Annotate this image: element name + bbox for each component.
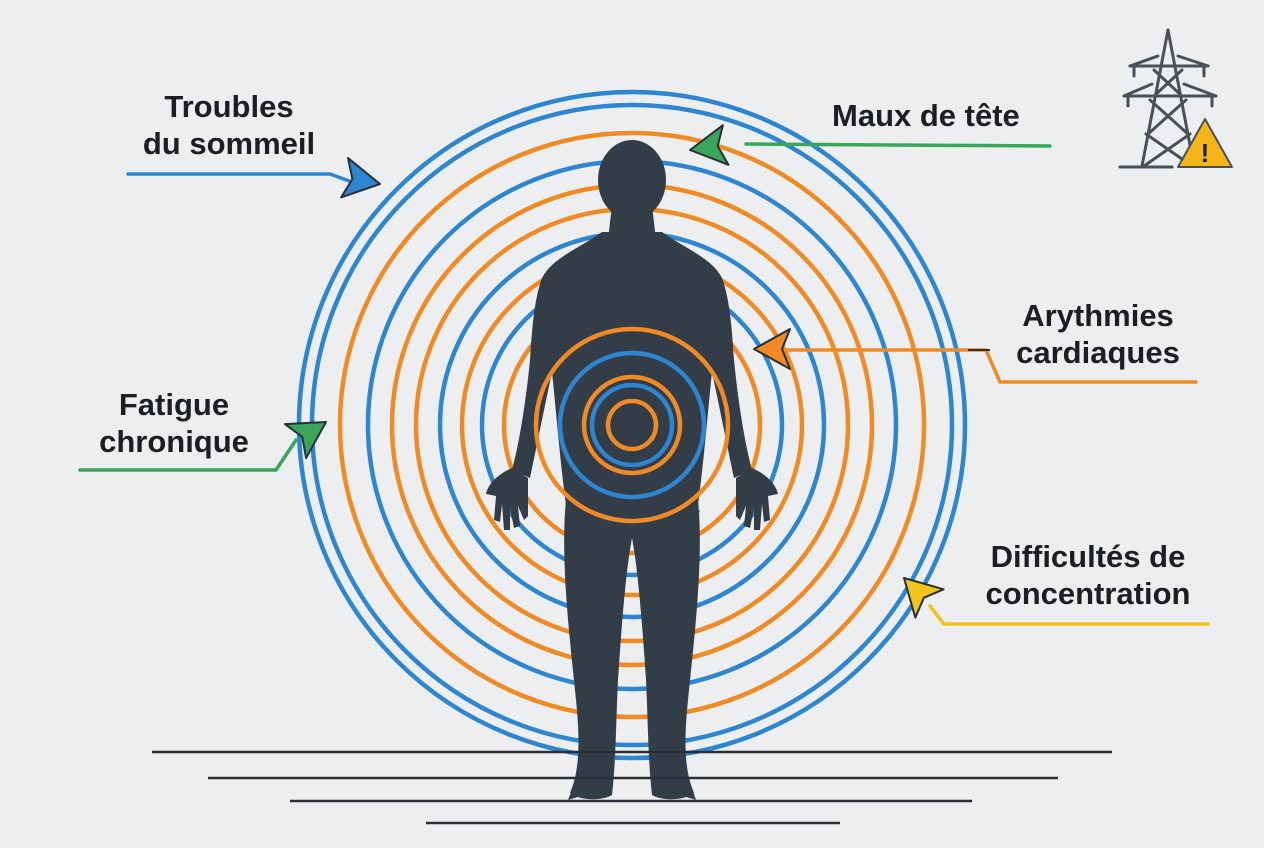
pointer-sleep <box>126 157 381 199</box>
label-sleep-line2: du sommeil <box>142 126 316 161</box>
pylon-lower-join-left <box>1122 82 1154 98</box>
pointer-concentration-line <box>928 604 1210 626</box>
inner-emission-rings <box>533 326 731 524</box>
ring-outer-3 <box>337 130 927 720</box>
label-fatigue-line2: chronique <box>99 424 249 459</box>
pylon-mast-right <box>1166 28 1196 168</box>
pointer-fatigue <box>78 421 327 472</box>
label-sleep-disorders: Troubles du sommeil <box>128 88 330 162</box>
symptom-pointers <box>78 124 1210 626</box>
label-sleep-line1: Troubles <box>164 89 294 124</box>
label-concentration-line2: concentration <box>985 576 1191 611</box>
label-fatigue-line1: Fatigue <box>118 387 230 422</box>
pylon-lower-join-right <box>1182 82 1218 98</box>
warning-exclamation: ! <box>1201 138 1210 168</box>
label-arrhythmia-line1: Arythmies <box>1022 298 1174 333</box>
ground-lines <box>152 750 1112 825</box>
power-pylon-icon <box>1118 28 1218 169</box>
pointer-sleep-line <box>126 172 354 184</box>
pylon-brace-b <box>1152 68 1184 98</box>
warning-triangle-shape <box>1177 118 1233 168</box>
pointer-arrhythmia-arrowhead-icon <box>753 328 791 370</box>
label-concentration-line1: Difficultés de <box>990 539 1186 574</box>
label-arrhythmia-line2: cardiaques <box>1016 335 1180 370</box>
ring-inner-2 <box>557 350 707 500</box>
label-headache-line1: Maux de tête <box>832 98 1020 133</box>
legs <box>564 500 700 800</box>
label-arrhythmia: Arythmies cardiaques <box>996 297 1200 371</box>
pointer-fatigue-line <box>78 438 298 472</box>
warning-triangle-icon: ! <box>1177 118 1233 168</box>
label-concentration: Difficultés de concentration <box>964 538 1212 612</box>
pylon-mast-left <box>1140 28 1170 168</box>
pointer-headache <box>689 124 1052 166</box>
ring-inner-1 <box>533 326 731 524</box>
torso <box>512 232 752 505</box>
label-chronic-fatigue: Fatigue chronique <box>76 386 272 460</box>
pointer-sleep-arrowhead-icon <box>340 157 381 199</box>
pylon-brace-f <box>1142 132 1192 168</box>
left-hand <box>486 468 528 530</box>
pylon-arm-join-right <box>1176 54 1210 68</box>
pointer-concentration-arrowhead-icon <box>903 577 945 619</box>
head <box>598 140 666 220</box>
human-silhouette <box>486 140 778 800</box>
right-hand <box>736 468 778 530</box>
ring-inner-5 <box>605 398 659 452</box>
ring-inner-3 <box>581 374 683 476</box>
pointer-fatigue-arrowhead-icon <box>283 421 327 460</box>
pointer-headache-line <box>744 142 1052 148</box>
pointer-concentration <box>903 577 1210 626</box>
pointer-arrhythmia-line <box>778 348 1198 384</box>
pointer-headache-arrowhead-icon <box>689 124 730 166</box>
ring-inner-4 <box>589 382 675 468</box>
pylon-arm-join-left <box>1128 54 1160 68</box>
pointer-arrhythmia <box>753 328 1198 384</box>
pylon-brace-d <box>1146 98 1188 136</box>
label-headache: Maux de tête <box>832 97 1020 134</box>
